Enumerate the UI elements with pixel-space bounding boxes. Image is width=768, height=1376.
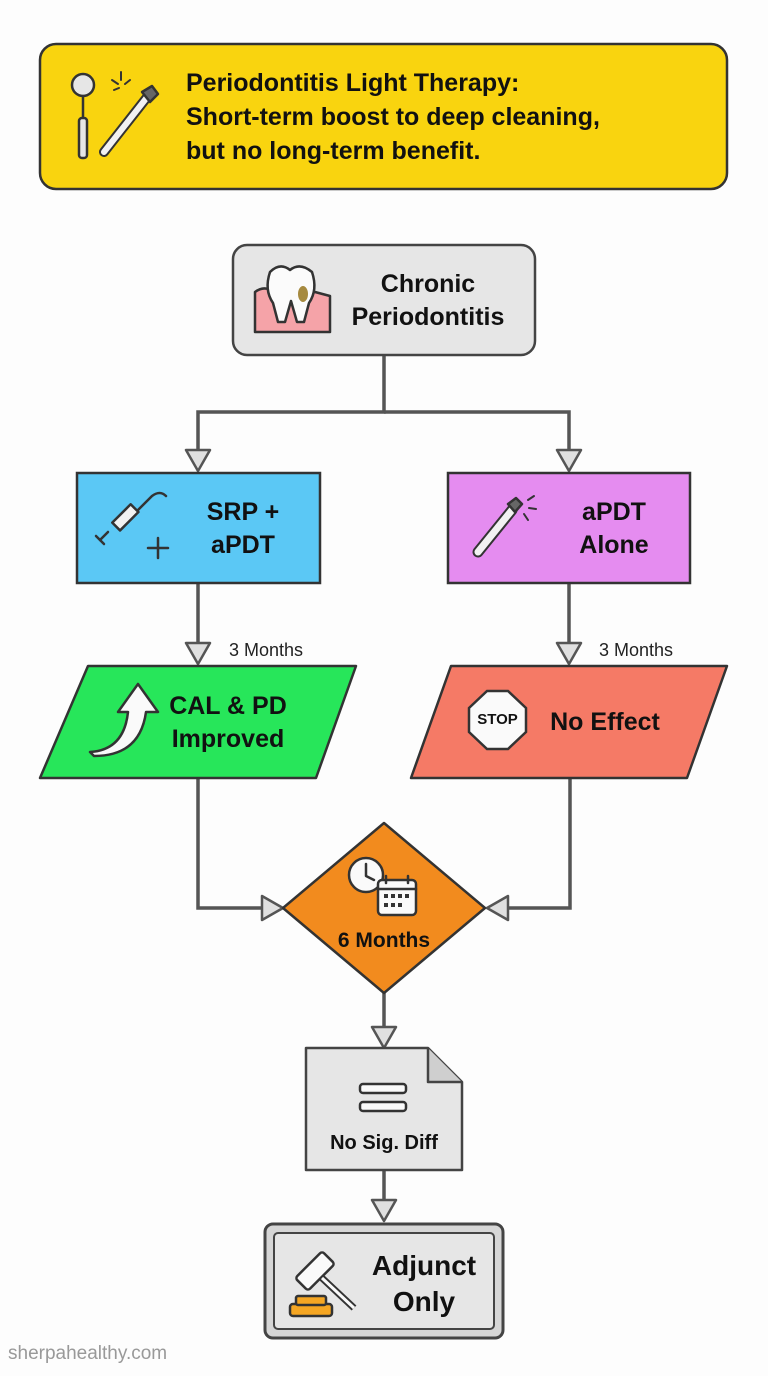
node-srp-apdt-line-2: aPDT bbox=[211, 531, 275, 559]
gavel-icon bbox=[288, 1251, 357, 1318]
node-srp-apdt-label: SRP + aPDT bbox=[185, 496, 301, 562]
node-adjunct-only-line-2: Only bbox=[392, 1286, 456, 1317]
node-adjunct-only-line-1: Adjunct bbox=[371, 1250, 477, 1281]
tooth-icon bbox=[253, 265, 332, 334]
header-title-line-2: Short-term boost to deep cleaning, bbox=[186, 103, 600, 131]
node-chronic-periodontitis-line-1: Chronic bbox=[380, 270, 476, 298]
stop-sign-icon bbox=[467, 689, 528, 751]
edge-label-left: 3 Months bbox=[229, 640, 304, 660]
header-title: Periodontitis Light Therapy: Short-term … bbox=[186, 66, 716, 168]
node-cal-pd-improved-label: CAL & PD Improved bbox=[158, 690, 298, 756]
node-apdt-alone-label: aPDT Alone bbox=[554, 496, 674, 562]
node-no-effect-label: No Effect bbox=[550, 708, 660, 736]
node-cal-pd-improved-line-1: CAL & PD bbox=[169, 692, 287, 720]
node-adjunct-only-label: Adjunct Only bbox=[362, 1248, 486, 1320]
node-cal-pd-improved-line-2: Improved bbox=[171, 725, 285, 753]
node-apdt-alone-line-2: Alone bbox=[579, 531, 649, 559]
node-chronic-periodontitis-label: Chronic Periodontitis bbox=[338, 268, 518, 334]
arrowheads bbox=[184, 448, 583, 1223]
clock-calendar-icon bbox=[347, 856, 418, 917]
light-device-icon bbox=[472, 495, 537, 558]
equals-icon bbox=[358, 1082, 408, 1113]
header-banner bbox=[38, 42, 729, 191]
node-6-months-label: 6 Months bbox=[337, 929, 431, 952]
syringe-plus-icon bbox=[94, 491, 170, 560]
node-apdt-alone bbox=[446, 471, 692, 585]
connectors bbox=[196, 355, 572, 1200]
dental-tools-icon bbox=[70, 71, 160, 160]
header-title-line-1: Periodontitis Light Therapy: bbox=[186, 69, 520, 97]
page-fold bbox=[426, 1048, 462, 1084]
header-title-line-3: but no long-term benefit. bbox=[186, 137, 481, 165]
node-chronic-periodontitis-line-2: Periodontitis bbox=[351, 303, 505, 331]
edge-label-right: 3 Months bbox=[599, 640, 674, 660]
stop-sign-text: STOP bbox=[477, 711, 518, 728]
up-arrow-icon bbox=[88, 682, 160, 758]
node-no-sig-diff-label: No Sig. Diff bbox=[330, 1132, 438, 1154]
node-apdt-alone-line-1: aPDT bbox=[582, 498, 646, 526]
node-srp-apdt-line-1: SRP + bbox=[206, 498, 280, 526]
footer-site-link[interactable]: sherpahealthy.com bbox=[8, 1343, 168, 1364]
